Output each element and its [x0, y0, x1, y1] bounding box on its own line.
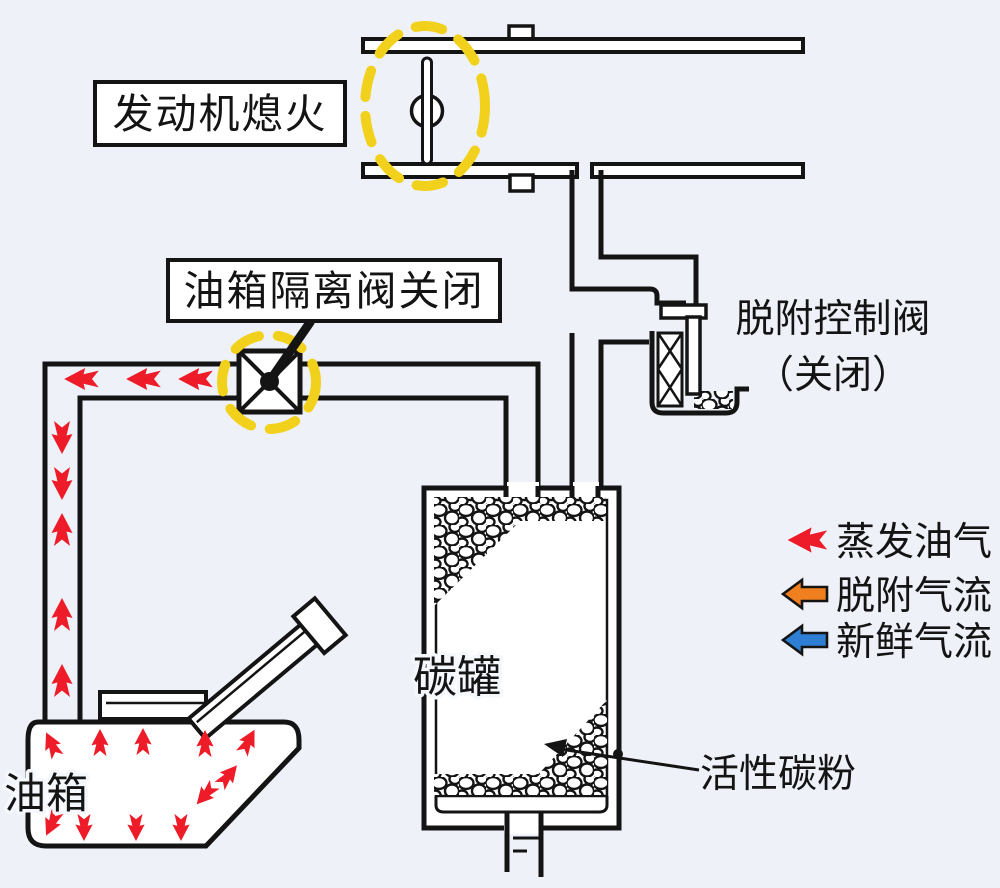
pipe-arrow [64, 367, 99, 391]
canister-outlet-baffles [513, 836, 539, 853]
activated-carbon-leader-line [559, 747, 700, 772]
purge-valve-seat-cap [659, 303, 708, 320]
isolation-valve-label: 油箱隔离阀关闭 [184, 268, 485, 314]
pipe-arrow [51, 598, 73, 631]
throttle-plate-icon [421, 56, 433, 166]
purge-valve-plunger-hatch [656, 332, 684, 407]
throttle-valve [409, 56, 445, 166]
intake-passage [361, 24, 805, 193]
canister-port-gap-2 [573, 482, 599, 494]
purge-valve-cup [649, 331, 749, 416]
pipe-arrow [126, 367, 161, 391]
pipe-arrow [51, 467, 73, 500]
purge-control-valve [649, 303, 749, 416]
purge-valve-granules [694, 391, 733, 409]
engine-off-callout: 发动机熄火 [93, 80, 347, 147]
carbon-granules-top [434, 497, 606, 606]
engine-off-box [93, 80, 347, 147]
purge-valve-stem [685, 315, 702, 396]
pipe-arrow [51, 513, 73, 546]
pipe-arrow [51, 664, 73, 697]
intake-bottom-wall-right [590, 162, 805, 179]
legend-purge-arrow-icon [781, 578, 829, 610]
intake-top-wall [361, 37, 805, 54]
legend-evap-label: 蒸发油气 [836, 521, 992, 564]
purge-line-upper-right-wall [598, 170, 699, 316]
purge-valve-plunger [656, 331, 684, 408]
isolation-label-leader [267, 318, 315, 382]
carbon-granules-bottom [434, 774, 607, 795]
filler-neck-inner-line [195, 628, 308, 724]
highlight-circles [217, 21, 490, 434]
legend-fresh-arrow-icon [781, 624, 829, 656]
pipe-arrow [178, 367, 213, 391]
filler-cap [290, 595, 349, 656]
canister-bottom-tray [434, 796, 609, 814]
isolation-valve-highlight-circle [217, 330, 321, 434]
activated-carbon-leader-dot [613, 749, 623, 759]
activated-carbon-leader-arrowhead [544, 739, 567, 757]
pipe-arrow [51, 421, 73, 454]
canister-port-walls [503, 486, 601, 503]
purge-valve-label: 脱附控制阀 [735, 298, 930, 341]
canister-label: 碳罐 [413, 653, 501, 702]
engine-off-label: 发动机熄火 [113, 91, 328, 137]
canister-port-gap-1 [507, 482, 539, 494]
legend-purge-label: 脱附气流 [836, 575, 992, 618]
legend: 蒸发油气 脱附气流 新鲜气流 [781, 521, 992, 664]
legend-evap-arrow-icon [787, 527, 828, 553]
filler-neck [185, 595, 349, 742]
purge-line-lower-right-wall [598, 339, 649, 486]
carbon-canister [421, 482, 622, 877]
purge-line-upper-left-wall [569, 170, 686, 306]
activated-carbon-label: 活性碳粉 [700, 753, 856, 796]
canister-outlet-gap [504, 822, 542, 834]
legend-fresh-label: 新鲜气流 [836, 621, 992, 664]
throttle-highlight-circle [360, 21, 490, 191]
isolation-valve-callout: 油箱隔离阀关闭 [166, 258, 502, 323]
carbon-granules-corner [534, 700, 607, 779]
isolation-valve-box [166, 258, 502, 323]
activated-carbon-leader [544, 739, 700, 772]
tank-isolation-valve [236, 348, 303, 415]
intake-bottom-boss [508, 173, 535, 193]
canister-outlet-tube [504, 812, 544, 877]
purge-valve-state-label: （关闭） [755, 354, 911, 397]
fuel-tank-label: 油箱 [4, 770, 88, 817]
